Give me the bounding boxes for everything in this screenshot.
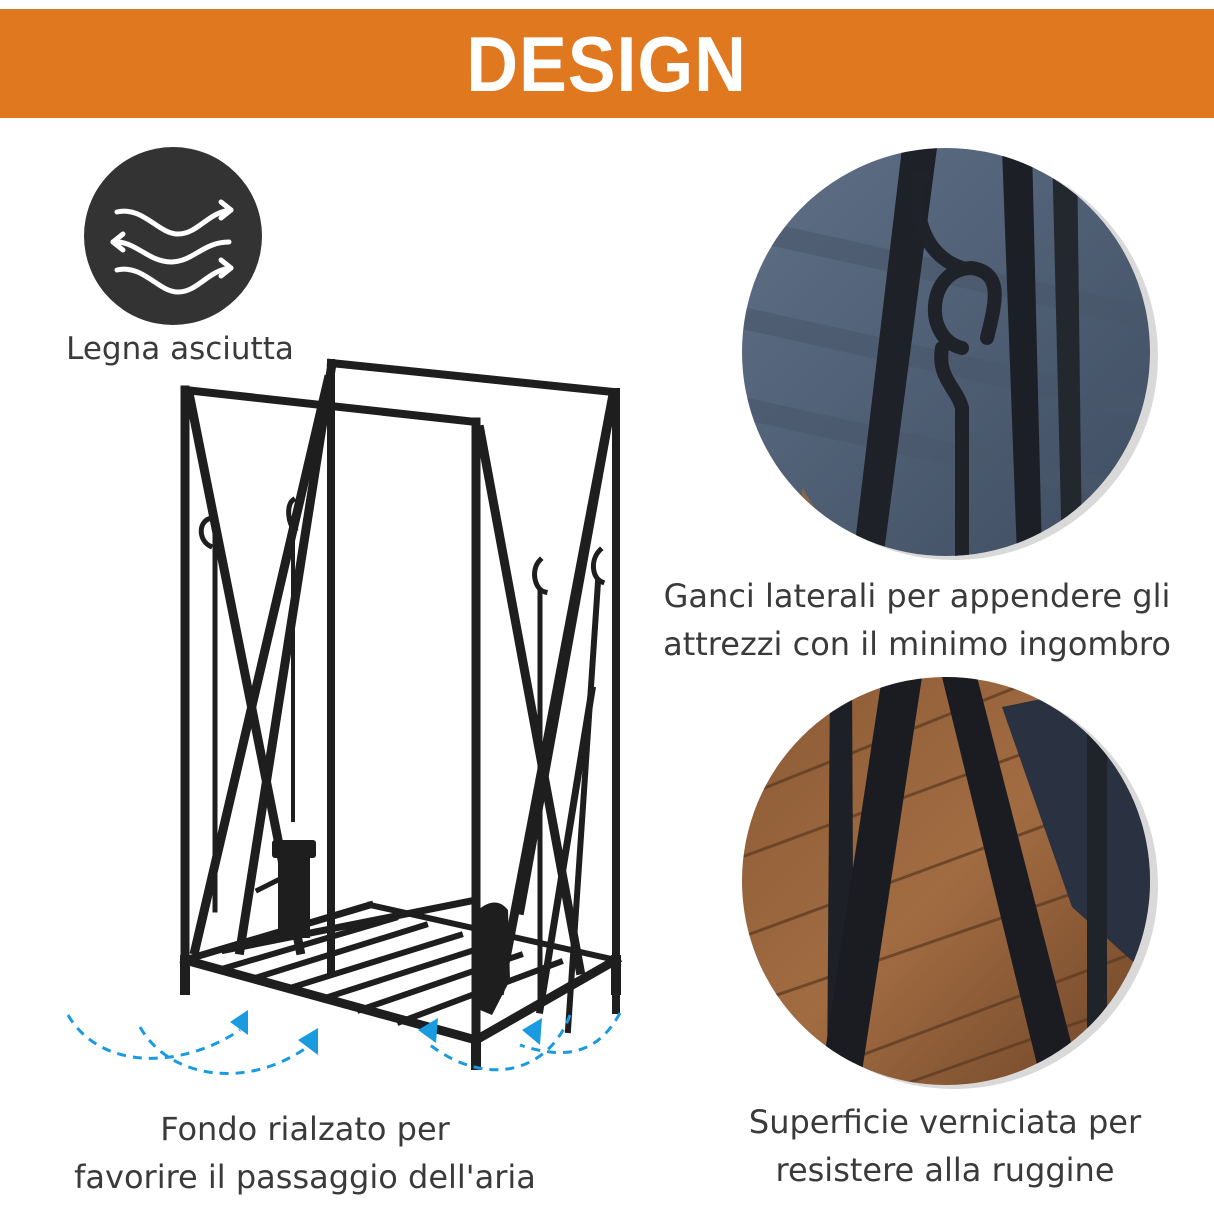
caption-raised-bottom: Fondo rialzato per favorire il passaggio… xyxy=(40,1105,570,1201)
caption-line: attrezzi con il minimo ingombro xyxy=(663,625,1171,663)
banner-title: DESIGN xyxy=(466,19,748,108)
caption-painted-surface: Superficie verniciata per resistere alla… xyxy=(700,1098,1190,1194)
caption-dry-wood: Legna asciutta xyxy=(66,331,294,367)
product-illustration xyxy=(40,350,740,1090)
painted-frame-detail-photo xyxy=(742,677,1150,1085)
hook-detail-photo xyxy=(742,148,1150,556)
caption-line: Superficie verniciata per xyxy=(748,1103,1142,1141)
caption-line: Ganci laterali per appendere gli xyxy=(663,577,1171,615)
header-banner: DESIGN xyxy=(0,9,1214,118)
air-flow-waves-icon xyxy=(83,146,263,326)
caption-side-hooks: Ganci laterali per appendere gli attrezz… xyxy=(620,572,1214,668)
caption-line: Fondo rialzato per xyxy=(160,1110,450,1148)
caption-line: favorire il passaggio dell'aria xyxy=(74,1158,536,1196)
caption-line: resistere alla ruggine xyxy=(775,1151,1115,1189)
